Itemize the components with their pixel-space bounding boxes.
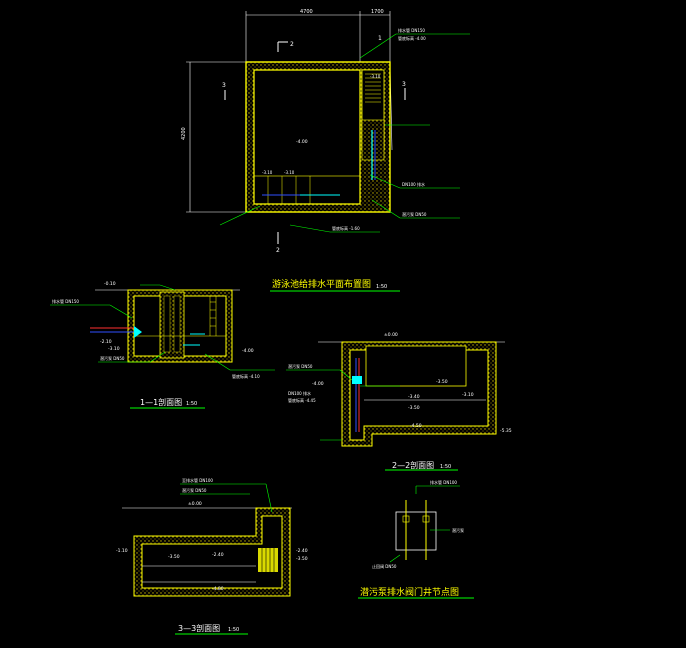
section-mark-2-top: 2 [290, 41, 294, 48]
sec2-level-c: -4.50 [410, 423, 422, 429]
sec2-wall [341, 341, 497, 447]
sec1-note-a: 潜污泵 DN50 [100, 355, 125, 361]
sec3-wall [133, 507, 291, 597]
sec2-note-c: 管底标高 -4.45 [288, 397, 316, 403]
plan-note-c: DN100 排水 [402, 181, 425, 187]
detail-well-outline [395, 511, 437, 551]
sec2-level-left: -4.00 [312, 381, 324, 387]
plan-level-pit-1: -3.10 [262, 170, 273, 175]
plan-note-a: 排水管 DN150 [398, 27, 425, 33]
sec3-title: 3—3剖面图 [178, 623, 220, 633]
plan-note-e: 管底标高 -1.60 [332, 225, 360, 231]
sec2-level-top: ±0.00 [384, 332, 398, 338]
plan-scale: 1:50 [376, 284, 387, 290]
sec2-title: 2—2剖面图 [392, 460, 434, 470]
sec1-title: 1—1剖面图 [140, 397, 182, 407]
sec1-scale: 1:50 [186, 401, 197, 407]
detail-note-a: 排水管 DN100 [430, 479, 457, 485]
detail-valve-icon [402, 515, 410, 523]
plan-dimensions [186, 11, 393, 213]
sec3-level-r1: -2.40 [296, 548, 308, 554]
sec2-scale: 1:50 [440, 464, 451, 470]
plan-level-center: -4.00 [296, 139, 308, 145]
section-2-2: ±0.00 -4.00 -3.40 -3.50 -4.50 -3.10 -3.5… [286, 332, 512, 471]
plan-ladder [365, 73, 381, 103]
sec3-level-top: ±0.00 [188, 501, 202, 507]
section-3-3: ±0.00 -1.10 -2.40 -3.50 -4.80 -2.40 -3.5… [116, 477, 308, 635]
sec3-note-b: 潜污泵 DN50 [182, 487, 207, 493]
sec2-level-d: -3.10 [462, 392, 474, 398]
sec2-pool-basin [365, 345, 467, 387]
section-markers [224, 41, 406, 244]
sec2-note-a: 潜污泵 DN50 [288, 363, 313, 369]
detail-title: 潜污泵排水阀门井节点图 [360, 586, 459, 598]
plan-view: 4700 1700 4200 [181, 9, 470, 292]
section-mark-3-left: 3 [222, 82, 226, 89]
sec3-note-a: 至排水管 DN100 [182, 477, 213, 483]
sec3-scale: 1:50 [228, 627, 239, 633]
dim-top-2: 1700 [371, 9, 384, 15]
section-1-1: -0.10 -2.10 -3.10 -4.00 排水管 DN150 潜污泵 DN… [50, 281, 275, 409]
plan-title: 游泳池给排水平面布置图 [272, 278, 371, 290]
plan-level-pit-3: -3.10 [370, 74, 381, 79]
section-mark-1: 1 [378, 35, 382, 42]
plan-leaders [219, 33, 470, 233]
sec3-level-r2: -3.50 [296, 556, 308, 562]
plan-sump-channel [253, 175, 361, 205]
sec1-valve-icon [134, 326, 142, 338]
dim-left: 4200 [181, 127, 187, 140]
sec3-level-left: -1.10 [116, 548, 128, 554]
sec2-pump-icon [352, 376, 362, 384]
sec2-level-f: -5.35 [500, 428, 512, 434]
sec2-level-b: -3.50 [408, 405, 420, 411]
section-mark-3-right: 3 [402, 81, 406, 88]
dim-top-1: 4700 [300, 9, 313, 15]
sec1-note-b: 排水管 DN150 [52, 298, 79, 304]
detail-note-b: 潜污泵 [452, 527, 464, 533]
sec3-level-a: -2.40 [212, 552, 224, 558]
sec1-level-mid: -3.10 [108, 346, 120, 352]
detail-note-c: 止回阀 DN50 [372, 563, 397, 569]
sec3-level-b: -3.50 [168, 554, 180, 560]
sec1-level-top: -0.10 [104, 281, 116, 287]
sec2-note-b: DN100 排水 [288, 390, 311, 396]
valve-well-detail: 排水管 DN100 潜污泵 止回阀 DN50 潜污泵排水阀门井节点图 [358, 479, 474, 599]
section-mark-2-bottom: 2 [276, 247, 280, 254]
plan-note-d: 潜污泵 DN50 [402, 211, 427, 217]
plan-note-b: 管底标高 -4.00 [398, 35, 426, 41]
sec1-level-bot: -4.00 [242, 348, 254, 354]
sec2-level-a: -3.40 [408, 394, 420, 400]
plan-level-pit-2: -3.10 [284, 170, 295, 175]
sec3-pump-block [258, 548, 278, 572]
sec2-level-e: -3.50 [436, 379, 448, 385]
sec1-note-c: 管底标高 -4.10 [232, 373, 260, 379]
sec1-level-left: -2.10 [100, 339, 112, 345]
sec3-level-c: -4.80 [212, 586, 224, 592]
